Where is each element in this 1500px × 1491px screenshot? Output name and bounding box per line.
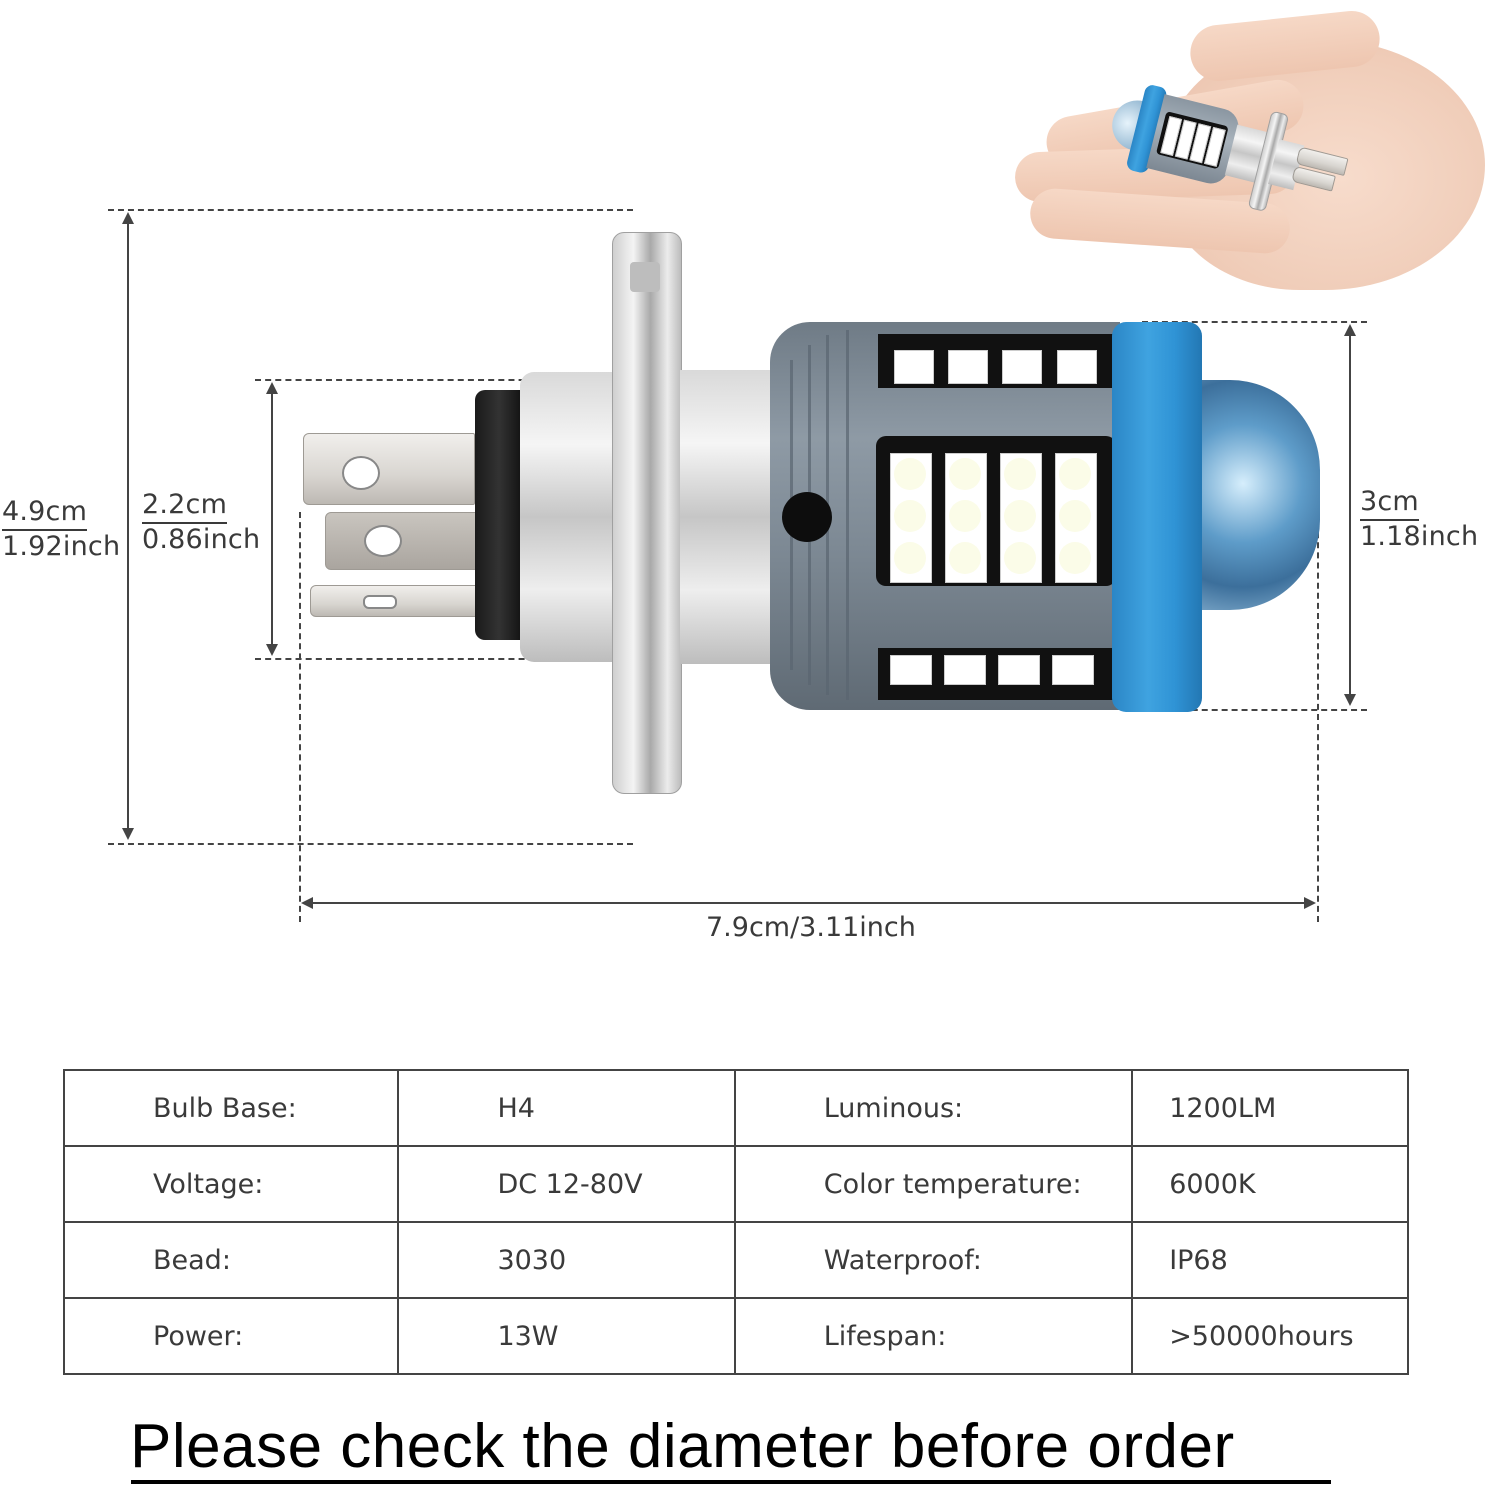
spec-value: 1200LM	[1131, 1069, 1409, 1147]
metal-neck	[680, 370, 780, 664]
arrow-up-icon	[122, 212, 134, 224]
vent-hole	[782, 492, 832, 542]
table-row: Bead: 3030 Waterproof: IP68	[62, 1221, 1409, 1299]
arrow-right-icon	[1304, 897, 1316, 909]
hand-photo-inset	[1005, 0, 1500, 290]
spec-label: Luminous:	[733, 1069, 1134, 1147]
dim-guide-bottom	[108, 843, 633, 845]
mounting-flange	[612, 232, 682, 794]
spec-value: H4	[397, 1069, 736, 1147]
dim-guide-head-bottom	[1142, 709, 1367, 711]
projector-lens	[1180, 380, 1320, 610]
spec-label: Power:	[62, 1297, 400, 1375]
base-diameter-label: 2.2cm 0.86inch	[142, 489, 260, 556]
spec-value: DC 12-80V	[397, 1145, 736, 1223]
spec-label: Bead:	[62, 1221, 400, 1299]
length-label: 7.9cm/3.11inch	[706, 912, 916, 943]
overall-height-label: 4.9cm 1.92inch	[2, 496, 120, 563]
diameter-warning-banner: Please check the diameter before order	[130, 1412, 1235, 1481]
arrow-down-icon	[122, 828, 134, 840]
base-dimension-line	[271, 388, 273, 650]
spec-label: Waterproof:	[733, 1221, 1134, 1299]
head-diameter-metric: 3cm	[1360, 486, 1419, 521]
banner-underline	[131, 1480, 1331, 1484]
table-row: Bulb Base: H4 Luminous: 1200LM	[62, 1069, 1409, 1147]
dim-guide-left	[299, 512, 301, 922]
spec-value: 3030	[397, 1221, 736, 1299]
spec-label: Color temperature:	[733, 1145, 1134, 1223]
metal-base	[520, 372, 620, 662]
arrow-up-icon	[266, 382, 278, 394]
height-dimension-line	[127, 218, 129, 834]
arrow-down-icon	[266, 644, 278, 656]
dim-guide-right	[1317, 512, 1319, 922]
terminal-pin-top	[303, 433, 475, 505]
blue-heatsink-ring	[1112, 322, 1202, 712]
base-diameter-imperial: 0.86inch	[142, 524, 261, 555]
spec-value: 13W	[397, 1297, 736, 1375]
overall-height-metric: 4.9cm	[2, 496, 88, 531]
flange-tab	[630, 262, 660, 292]
dim-guide-head-top	[1142, 321, 1367, 323]
table-row: Voltage: DC 12-80V Color temperature: 60…	[62, 1145, 1409, 1223]
length-dimension-line	[308, 902, 1308, 904]
spec-value: 6000K	[1131, 1145, 1409, 1223]
dim-guide-top	[108, 209, 633, 211]
overall-height-imperial: 1.92inch	[2, 531, 121, 562]
spec-label: Bulb Base:	[62, 1069, 400, 1147]
dim-guide-base-top	[255, 379, 555, 381]
spec-table: Bulb Base: H4 Luminous: 1200LM Voltage: …	[62, 1069, 1409, 1375]
spec-value: >50000hours	[1131, 1297, 1409, 1375]
base-diameter-metric: 2.2cm	[142, 489, 228, 524]
table-row: Power: 13W Lifespan: >50000hours	[62, 1297, 1409, 1375]
terminal-pin-bottom	[310, 585, 477, 617]
arrow-down-icon	[1344, 694, 1356, 706]
terminal-pin-middle	[325, 512, 477, 570]
bulb-illustration	[303, 232, 1320, 794]
spec-value: IP68	[1131, 1221, 1409, 1299]
dim-guide-base-bottom	[255, 658, 555, 660]
head-dimension-line	[1349, 330, 1351, 700]
arrow-up-icon	[1344, 324, 1356, 336]
spec-label: Voltage:	[62, 1145, 400, 1223]
head-diameter-imperial: 1.18inch	[1360, 521, 1479, 552]
head-diameter-label: 3cm 1.18inch	[1360, 486, 1478, 553]
base-insulator	[475, 390, 523, 640]
arrow-left-icon	[301, 897, 313, 909]
spec-label: Lifespan:	[733, 1297, 1134, 1375]
